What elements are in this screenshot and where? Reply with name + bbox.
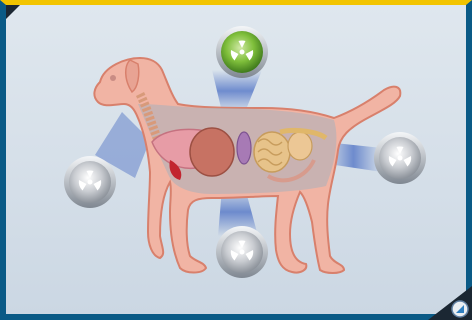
radiation-button-bottom[interactable] bbox=[216, 226, 268, 278]
radiation-button-left[interactable] bbox=[64, 156, 116, 208]
liver bbox=[190, 128, 234, 176]
radiation-button-top[interactable] bbox=[216, 26, 268, 78]
kidney bbox=[237, 132, 251, 164]
radiation-button-right[interactable] bbox=[374, 132, 426, 184]
dog-eye bbox=[110, 75, 116, 81]
next-button[interactable] bbox=[428, 286, 472, 320]
next-arrow-icon bbox=[452, 301, 468, 317]
